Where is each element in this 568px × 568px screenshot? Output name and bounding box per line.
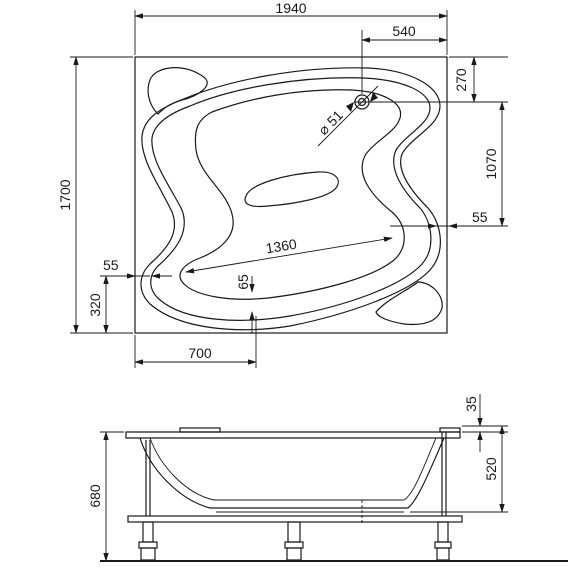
support-leg-right [434,432,452,561]
armrest-pad [244,171,339,208]
tub-outline [134,56,448,334]
dim-drain-offset-x: 540 [392,23,416,39]
dim-total-depth: 1700 [57,179,73,210]
support-leg-left [138,440,158,561]
seat-corner-top-left [147,67,208,115]
basin-inner-rim [150,77,432,321]
tub-body-profile [139,437,445,509]
dim-inner-length: 1360 [265,236,298,257]
dim-rim-left: 55 [103,257,119,273]
top-view: 1940 540 270 1070 55 1700 55 320 1360 [57,0,508,368]
dim-total-height: 680 [87,484,103,508]
dim-drain-offset-y: 270 [453,68,469,92]
dim-left-bottom: 320 [87,293,103,317]
dim-tub-depth: 520 [483,457,499,481]
dim-rim-height: 35 [463,396,479,412]
tub-rim-profile [125,431,461,439]
basin-outer-rim [140,67,441,331]
dim-total-width: 1940 [275,0,306,16]
seat-corner-bottom-right [375,281,443,326]
dim-inner-offset: 65 [235,274,251,290]
dim-rim-right: 55 [472,209,488,225]
dim-left-offset: 700 [188,345,212,361]
basin-floor [179,89,405,300]
dim-drain-diameter: ⌀ 51 [315,107,346,138]
base-frame [127,515,463,523]
dim-drain-to-step: 1070 [483,148,499,179]
side-view: 680 35 520 [87,394,568,562]
support-leg-center [284,521,304,561]
